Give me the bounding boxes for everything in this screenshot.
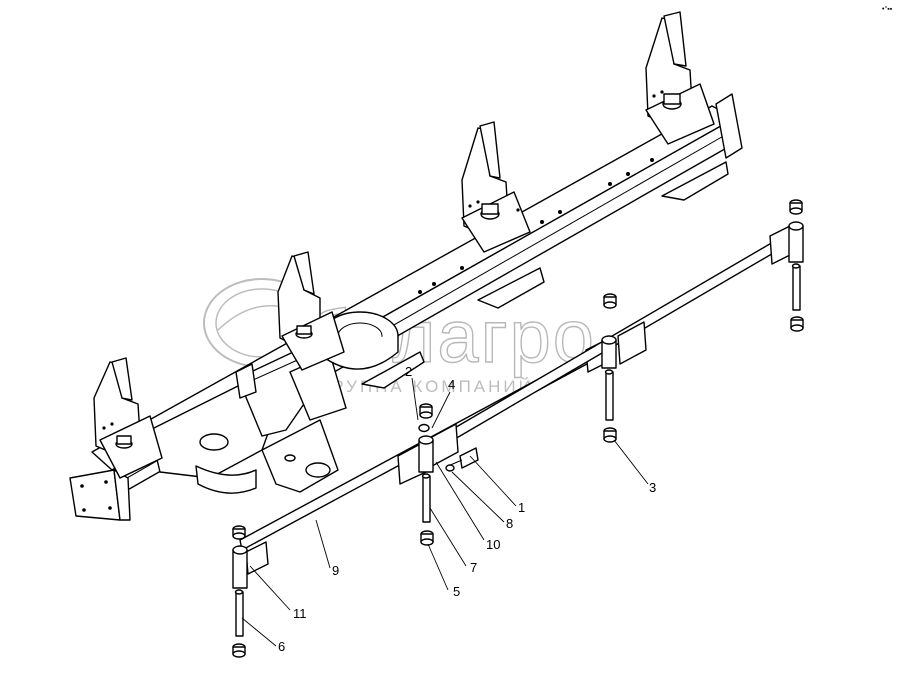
- callout-8: 8: [506, 516, 513, 531]
- callout-7: 7: [470, 560, 477, 575]
- pivot-assembly-right: [788, 199, 804, 332]
- watermark-subtitle: ГРУППА КОМПАНИЙ: [320, 377, 534, 396]
- left-mount-plate: [69, 469, 131, 521]
- callout-labels: 1 2 3 4 5 6 7 8 9 10 11: [278, 364, 656, 654]
- section-mount-4: [645, 11, 743, 159]
- pivot-assembly-center: [418, 403, 479, 546]
- section-mount-1: [93, 357, 163, 479]
- callout-11: 11: [293, 606, 307, 621]
- callout-1: 1: [518, 500, 525, 515]
- callout-5: 5: [453, 584, 460, 599]
- corner-mark: •°▪▪: [882, 5, 893, 13]
- section-mount-2: [277, 251, 345, 371]
- callout-2: 2: [405, 364, 412, 379]
- callout-6: 6: [278, 639, 285, 654]
- pivot-assembly-mid: [601, 293, 617, 443]
- callout-3: 3: [649, 480, 656, 495]
- callout-10: 10: [486, 537, 500, 552]
- leader-lines: [241, 377, 649, 647]
- callout-4: 4: [448, 377, 455, 392]
- section-mount-3: [461, 121, 531, 253]
- callout-9: 9: [332, 563, 339, 578]
- pivot-assembly-left: [232, 525, 248, 658]
